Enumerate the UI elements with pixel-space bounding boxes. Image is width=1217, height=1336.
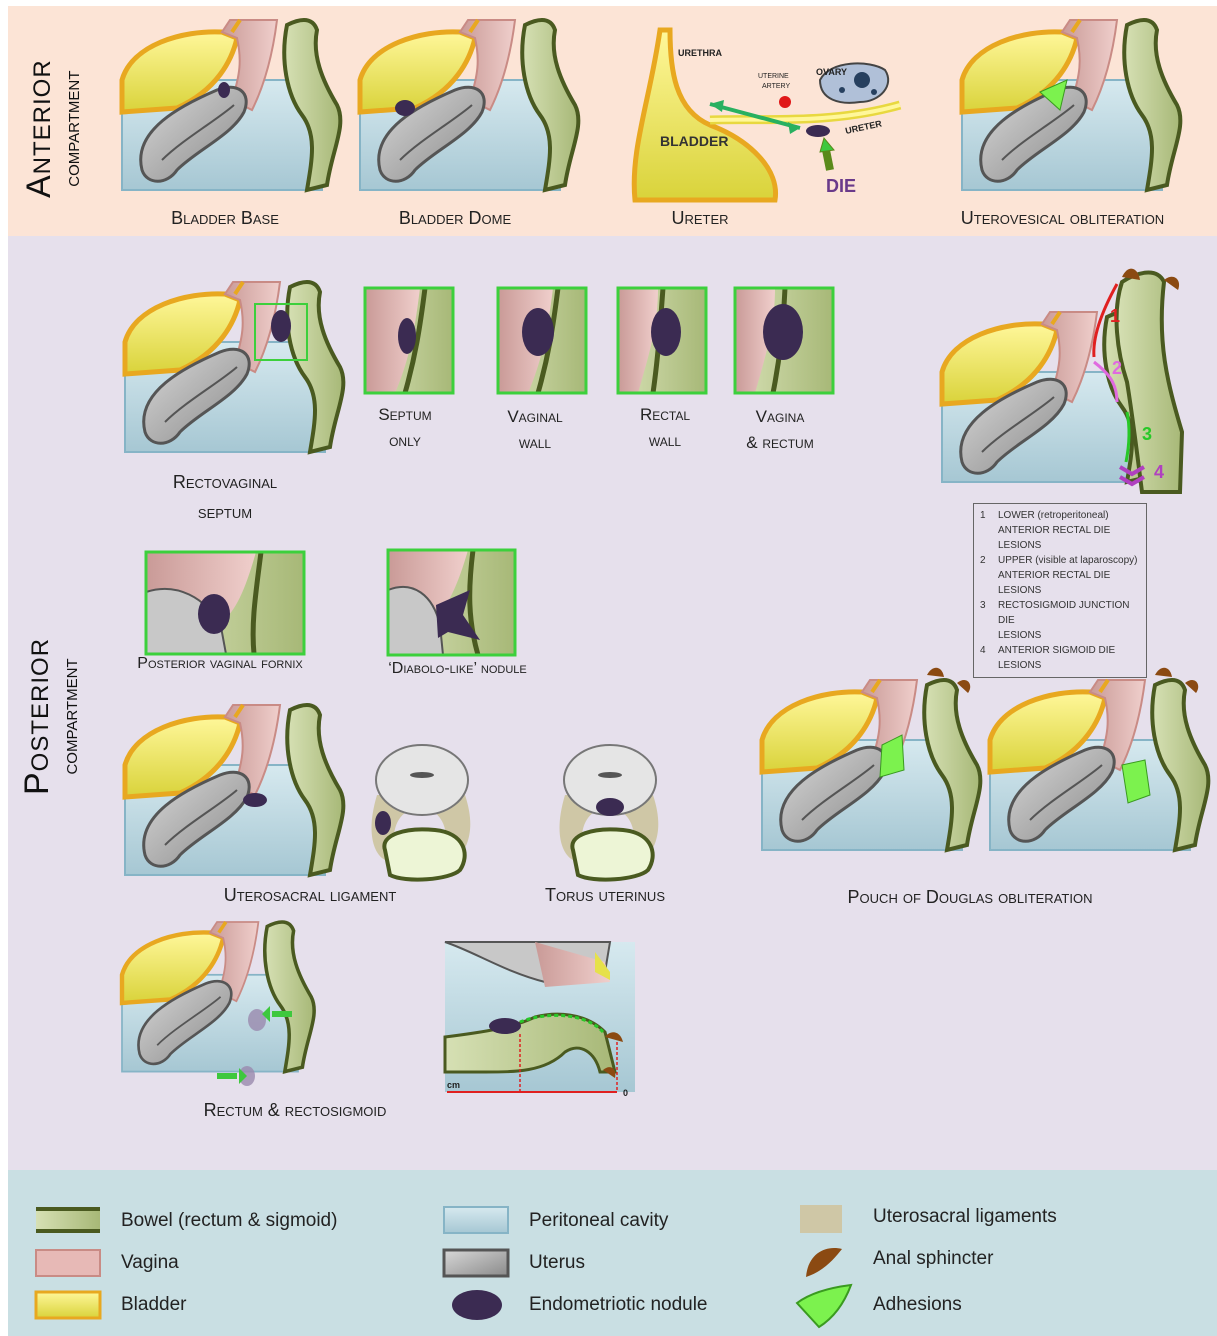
legend-label-ligament: Uterosacral ligaments	[873, 1206, 1057, 1228]
label-bladder-base: Bladder Base	[125, 208, 325, 229]
label-bladder-dome: Bladder Dome	[360, 208, 550, 229]
label-rectum-rectosigmoid: Rectum & rectosigmoid	[175, 1100, 415, 1121]
posterior-section-title: Posterior compartment	[18, 638, 83, 795]
label-ureter: Ureter	[640, 208, 760, 229]
uterosacral-axial-diagram	[365, 745, 480, 885]
scale-zero-label: 0	[623, 1088, 628, 1098]
label-uterosacral-ligament: Uterosacral ligament	[195, 885, 425, 906]
pouch-of-douglas-diagram-2	[990, 665, 1205, 855]
nodule-icon	[806, 125, 830, 137]
level-3-label: 3	[1142, 424, 1152, 444]
legend-swatch-ligament	[800, 1205, 842, 1233]
urethra-label: URETHRA	[678, 48, 722, 58]
legend-swatch-vagina	[36, 1248, 100, 1278]
nodule-icon	[218, 82, 230, 98]
label-pouch-of-douglas-obliteration: Pouch of Douglas obliteration	[800, 887, 1140, 908]
pouch-of-douglas-diagram-1	[762, 665, 977, 855]
ureter-diagram: URETHRA UTERINE ARTERY OVARY BLADDER URE…	[630, 30, 910, 205]
label-vagina-rectum: Vagina& rectum	[730, 404, 830, 456]
legend-swatch-sphincter	[804, 1243, 844, 1279]
nodule-distance-diagram: cm 0	[445, 942, 635, 1102]
vaginal-wall-zoom	[498, 288, 586, 393]
legend-swatch-nodule	[450, 1288, 504, 1322]
scale-unit-label: cm	[447, 1080, 460, 1090]
septum-only-zoom	[365, 288, 453, 393]
posterior-vaginal-fornix-diagram	[146, 552, 304, 654]
label-uterovesical-obliteration: Uterovesical obliteration	[935, 208, 1190, 229]
rectum-rectosigmoid-diagram	[122, 922, 312, 1094]
bladder-base-diagram	[122, 20, 337, 200]
uterosacral-sagittal-diagram	[125, 705, 340, 885]
level-1-label: 1	[1110, 306, 1120, 326]
bladder-label: BLADDER	[660, 133, 728, 149]
legend-label-sphincter: Anal sphincter	[873, 1248, 993, 1270]
level-2-label: 2	[1112, 358, 1122, 378]
legend-label-uterus: Uterus	[529, 1252, 585, 1274]
rectal-wall-zoom	[618, 288, 706, 393]
label-torus-uterinus: Torus uterinus	[535, 885, 675, 906]
legend-swatch-adhesions	[795, 1283, 855, 1329]
diabolo-nodule-diagram	[388, 550, 515, 655]
legend-label-vagina: Vagina	[121, 1252, 179, 1274]
legend-swatch-uterus	[444, 1248, 508, 1278]
label-posterior-vaginal-fornix: Posterior vaginal fornix	[115, 655, 325, 673]
rectovaginal-septum-diagram	[125, 282, 340, 467]
uterine-artery-label-2: ARTERY	[762, 83, 790, 90]
ureter-label: URETER	[844, 118, 883, 136]
legend-label-adhesions: Adhesions	[873, 1294, 962, 1316]
legend-label-bowel: Bowel (rectum & sigmoid)	[121, 1210, 337, 1232]
level-4-label: 4	[1154, 462, 1164, 482]
nodule-icon	[243, 793, 267, 807]
legend-label-nodule: Endometriotic nodule	[529, 1294, 708, 1316]
die-label: DIE	[826, 176, 856, 196]
bladder-dome-diagram	[360, 20, 575, 200]
legend-swatch-bladder	[36, 1290, 100, 1320]
nodule-icon	[395, 100, 415, 116]
uterovesical-obliteration-diagram	[962, 20, 1177, 200]
legend-swatch-peritoneal	[444, 1205, 508, 1235]
legend-swatch-bowel	[36, 1205, 100, 1235]
label-diabolo-nodule: ‘Diabolo-like’ nodule	[365, 660, 550, 678]
legend-label-peritoneal: Peritoneal cavity	[529, 1210, 668, 1232]
nodule-icon	[271, 310, 291, 342]
vagina-rectum-zoom	[735, 288, 833, 393]
legend-label-bladder: Bladder	[121, 1294, 187, 1316]
ovary-label: OVARY	[816, 67, 847, 77]
torus-uterinus-diagram	[553, 745, 668, 885]
rectal-lesion-levels-diagram: 1 2 3 4	[942, 262, 1187, 492]
uterine-artery-label: UTERINE	[758, 73, 789, 80]
anterior-section-title: Anterior compartment	[20, 59, 85, 198]
uterine-artery-icon	[779, 96, 791, 108]
